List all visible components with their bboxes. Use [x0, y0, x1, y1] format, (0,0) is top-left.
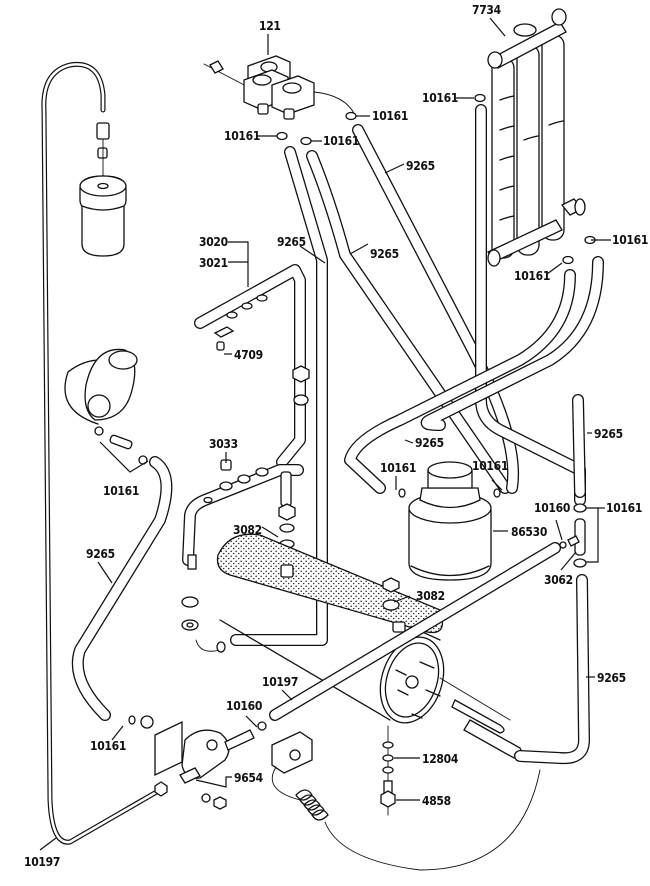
left-rod-tube — [41, 61, 163, 845]
label-washer-filter-right: 10161 — [472, 459, 508, 473]
weight-canister — [79, 122, 127, 257]
label-hose-mid-center: 9265 — [370, 247, 399, 261]
label-hose-mid-left: 9265 — [277, 235, 306, 249]
water-filter — [398, 461, 501, 581]
long-tube — [269, 542, 561, 721]
callout-labels: 121 7734 10161 10161 10161 10161 10161 1… — [24, 3, 648, 869]
label-hose-left-low: 9265 — [86, 547, 115, 561]
hose-hx-crossing — [344, 256, 604, 494]
label-bolt: 4858 — [422, 794, 451, 808]
hose-solenoid-mid — [306, 150, 511, 494]
label-washer-small-valve: 10160 — [226, 699, 262, 713]
hose-solenoid-right — [352, 124, 520, 494]
flange-bolt-stack — [380, 725, 396, 816]
label-tee-fitting: 3062 — [544, 573, 573, 587]
label-washer-hx-bottom: 10161 — [514, 269, 550, 283]
right-gasket-stack — [382, 577, 400, 611]
label-washer-top-mid: 10161 — [323, 134, 359, 148]
label-heat-exchanger: 7734 — [472, 3, 502, 17]
elbow-fitting — [64, 348, 148, 465]
manifold-bar — [194, 264, 310, 468]
label-filter: 86530 — [511, 525, 547, 539]
label-washer-hx-left: 10161 — [422, 91, 458, 105]
label-washer-top-left: 10161 — [224, 129, 260, 143]
label-solenoid-valve: 121 — [259, 19, 281, 33]
label-screw: 4709 — [234, 348, 263, 362]
tee-fitting — [559, 518, 587, 568]
hose-solenoid-left — [230, 146, 328, 646]
solenoid-valve — [203, 55, 356, 120]
label-manifold-b: 3021 — [199, 256, 228, 270]
label-hose-right-upper: 9265 — [594, 427, 623, 441]
label-hose-center-low: 9265 — [415, 436, 444, 450]
label-valve-assembly: 9654 — [234, 771, 264, 785]
label-washer-elbow: 10161 — [103, 484, 139, 498]
label-manifold-a: 3020 — [199, 235, 228, 249]
hose-left-low — [71, 456, 173, 721]
label-washer-flange: 12804 — [422, 752, 459, 766]
label-washer-filter-left: 10161 — [380, 461, 416, 475]
label-hose-top-right: 9265 — [406, 159, 435, 173]
label-tube-bottom: 10197 — [24, 855, 60, 869]
label-gasket-left: 3082 — [233, 523, 262, 537]
hose-right-low — [514, 574, 590, 765]
top-washers — [276, 111, 357, 146]
valve-assembly — [128, 715, 267, 810]
label-washer-small-tee: 10160 — [534, 501, 570, 515]
label-washer-valve: 10161 — [90, 739, 126, 753]
leader-lines — [39, 17, 611, 851]
label-plug: 3033 — [209, 437, 238, 451]
left-gasket-stack — [181, 596, 226, 653]
lower-manifold — [182, 459, 304, 570]
hose-right-upper — [572, 394, 587, 513]
label-washer-hx-right: 10161 — [612, 233, 648, 247]
label-tube-long: 10197 — [262, 675, 298, 689]
thermostat — [271, 731, 541, 871]
label-hose-right-low: 9265 — [597, 671, 626, 685]
label-washer-tee: 10161 — [606, 501, 642, 515]
label-gasket-right: 3082 — [416, 589, 445, 603]
label-washer-top-right: 10161 — [372, 109, 408, 123]
